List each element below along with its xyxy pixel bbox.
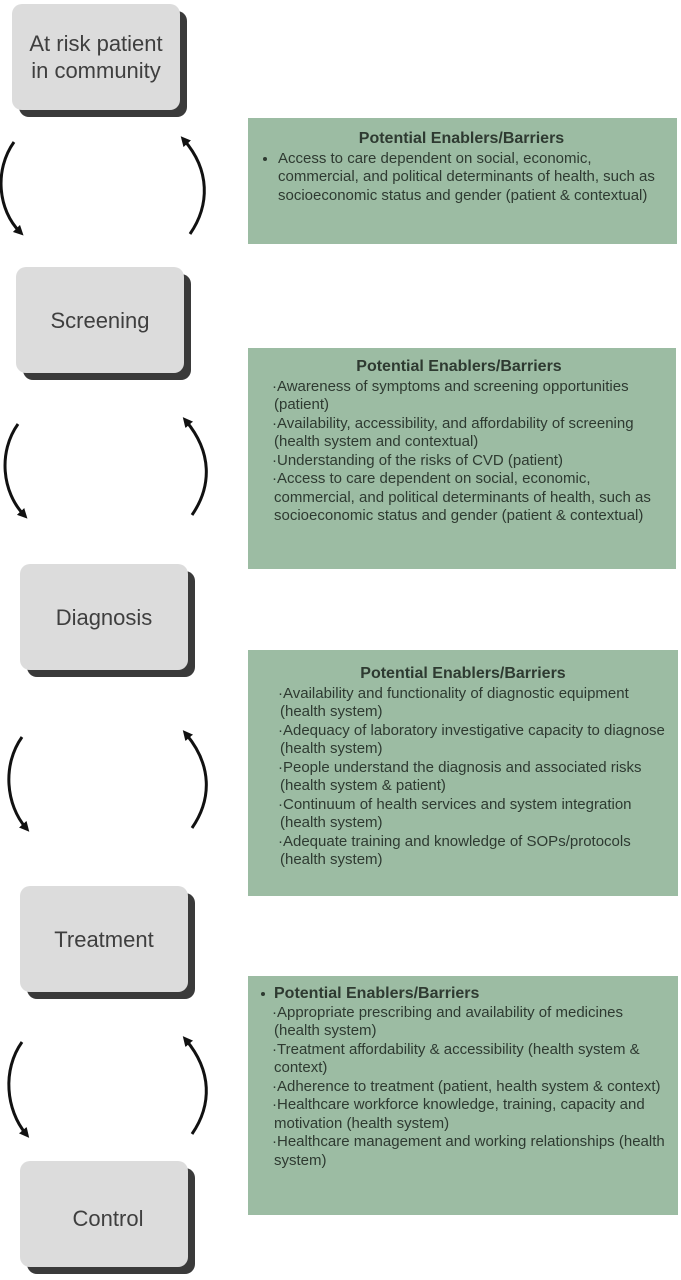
- list-item: ·People understand the diagnosis and ass…: [278, 758, 642, 795]
- down-arrow: [3, 423, 28, 519]
- up-arrow: [182, 730, 208, 829]
- panel-list: Potential Enablers/Barriers: [248, 985, 672, 1004]
- list-item: ·Access to care dependent on social, eco…: [272, 470, 651, 524]
- enablers-barriers-panel-1: Potential Enablers/Barriers Access to ca…: [248, 118, 677, 244]
- list-item: ·Adequate training and knowledge of SOPs…: [278, 832, 631, 869]
- list-item: ·Availability, accessibility, and afford…: [272, 414, 634, 451]
- stage-label: Diagnosis: [55, 604, 153, 630]
- down-arrow: [7, 1041, 30, 1138]
- stage-label: Screening: [50, 307, 150, 333]
- down-arrow: [0, 141, 24, 236]
- panel-list: Access to care dependent on social, econ…: [252, 150, 671, 206]
- panel-title: Potential Enablers/Barriers: [356, 358, 562, 375]
- enablers-barriers-panel-4: Potential Enablers/Barriers ·Appropriate…: [248, 976, 678, 1215]
- stage-label: Control: [72, 1205, 144, 1231]
- stage-diagnosis: Diagnosis: [20, 564, 188, 670]
- up-arrow: [182, 1036, 208, 1135]
- list-item: ·Healthcare management and working relat…: [272, 1133, 665, 1169]
- up-arrow: [180, 136, 206, 235]
- list-item: ·Adequacy of laboratory investigative ca…: [278, 721, 665, 758]
- list-item: ·Continuum of health services and system…: [278, 795, 632, 832]
- panel-title: Potential Enablers/Barriers: [358, 130, 565, 147]
- down-arrow: [7, 736, 30, 832]
- list-item: ·Treatment affordability & accessibility…: [272, 1040, 640, 1077]
- list-item: ·Awareness of symptoms and screening opp…: [272, 377, 629, 414]
- stage-label: Treatment: [54, 926, 154, 952]
- list-item: Access to care dependent on social, econ…: [278, 150, 671, 206]
- enablers-barriers-panel-2: Potential Enablers/Barriers ·Awareness o…: [248, 348, 676, 569]
- list-item: ·Understanding of the risks of CVD (pati…: [272, 451, 563, 469]
- panel-title: Potential Enablers/Barriers: [274, 985, 672, 1004]
- stage-label: in community: [31, 58, 161, 83]
- list-item: ·Adherence to treatment (patient, health…: [272, 1077, 661, 1095]
- up-arrow: [182, 417, 208, 516]
- stage-treatment: Treatment: [20, 886, 188, 992]
- panel-list: ·Awareness of symptoms and screening opp…: [248, 378, 670, 526]
- stage-control: Control: [20, 1161, 188, 1267]
- panel-list: ·Availability and functionality of diagn…: [254, 685, 672, 870]
- panel-title: Potential Enablers/Barriers: [360, 665, 566, 682]
- list-item: ·Healthcare workforce knowledge, trainin…: [272, 1096, 645, 1132]
- stage-screening: Screening: [16, 267, 184, 373]
- panel-list: ·Appropriate prescribing and availabilit…: [248, 1004, 672, 1171]
- list-item: ·Availability and functionality of diagn…: [278, 684, 629, 721]
- enablers-barriers-panel-3: Potential Enablers/Barriers ·Availabilit…: [248, 650, 678, 896]
- list-item: ·Appropriate prescribing and availabilit…: [272, 1003, 624, 1040]
- stage-label: At risk patient: [29, 31, 163, 56]
